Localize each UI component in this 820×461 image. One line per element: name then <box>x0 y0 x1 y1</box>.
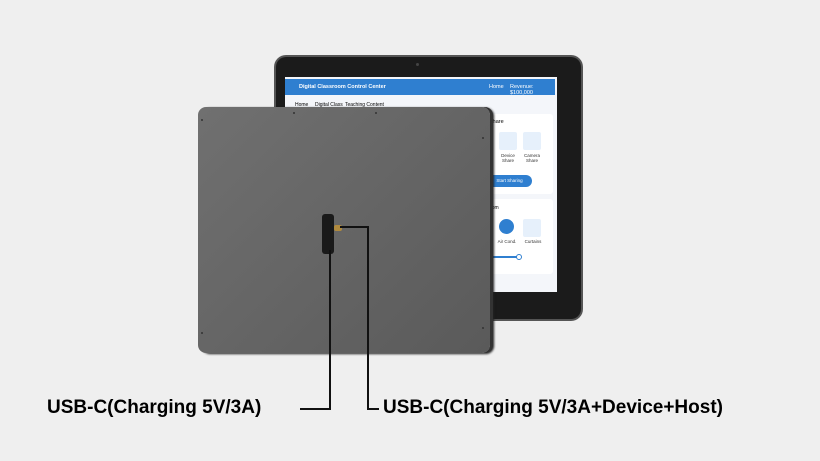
device-share-label: Device Share <box>501 153 515 163</box>
tab-teaching-content[interactable]: Teaching Content <box>345 102 384 108</box>
revenue: Revenue: $100,000 <box>510 84 534 96</box>
connector-plug <box>334 225 342 231</box>
slider[interactable] <box>485 256 517 258</box>
slider-handle[interactable] <box>516 254 522 260</box>
tablet-back-view <box>198 107 490 353</box>
curtains-label: Curtains <box>524 239 542 244</box>
callout-line-right <box>367 226 369 409</box>
power-icon[interactable] <box>499 219 514 234</box>
nav-home[interactable]: Home <box>489 84 504 90</box>
app-header: Digital Classroom Control Center Home Re… <box>285 79 555 96</box>
share-title: Share <box>489 119 504 125</box>
start-sharing-button[interactable]: Start Sharing <box>487 175 532 187</box>
callout-line-right-h1 <box>340 226 369 228</box>
camera-share-label: Camera Share <box>523 153 540 163</box>
device-share-icon[interactable] <box>499 132 517 150</box>
tab-digital-class[interactable]: Digital Class <box>315 102 343 108</box>
air-cond-label: Air Cond. <box>497 239 517 244</box>
callout-line-right-h2 <box>367 408 379 410</box>
callout-line-left <box>329 250 331 409</box>
camera-share-icon[interactable] <box>523 132 541 150</box>
label-right-port: USB-C(Charging 5V/3A+Device+Host) <box>383 397 723 418</box>
usb-c-port-pair <box>322 214 334 254</box>
camera <box>416 63 419 66</box>
curtains-icon[interactable] <box>523 219 541 237</box>
environment-title: oom <box>489 205 499 211</box>
app-title: Digital Classroom Control Center <box>299 84 386 90</box>
label-left-port: USB-C(Charging 5V/3A) <box>47 397 262 418</box>
tab-home[interactable]: Home <box>295 102 309 108</box>
callout-line-left-h <box>300 408 331 410</box>
